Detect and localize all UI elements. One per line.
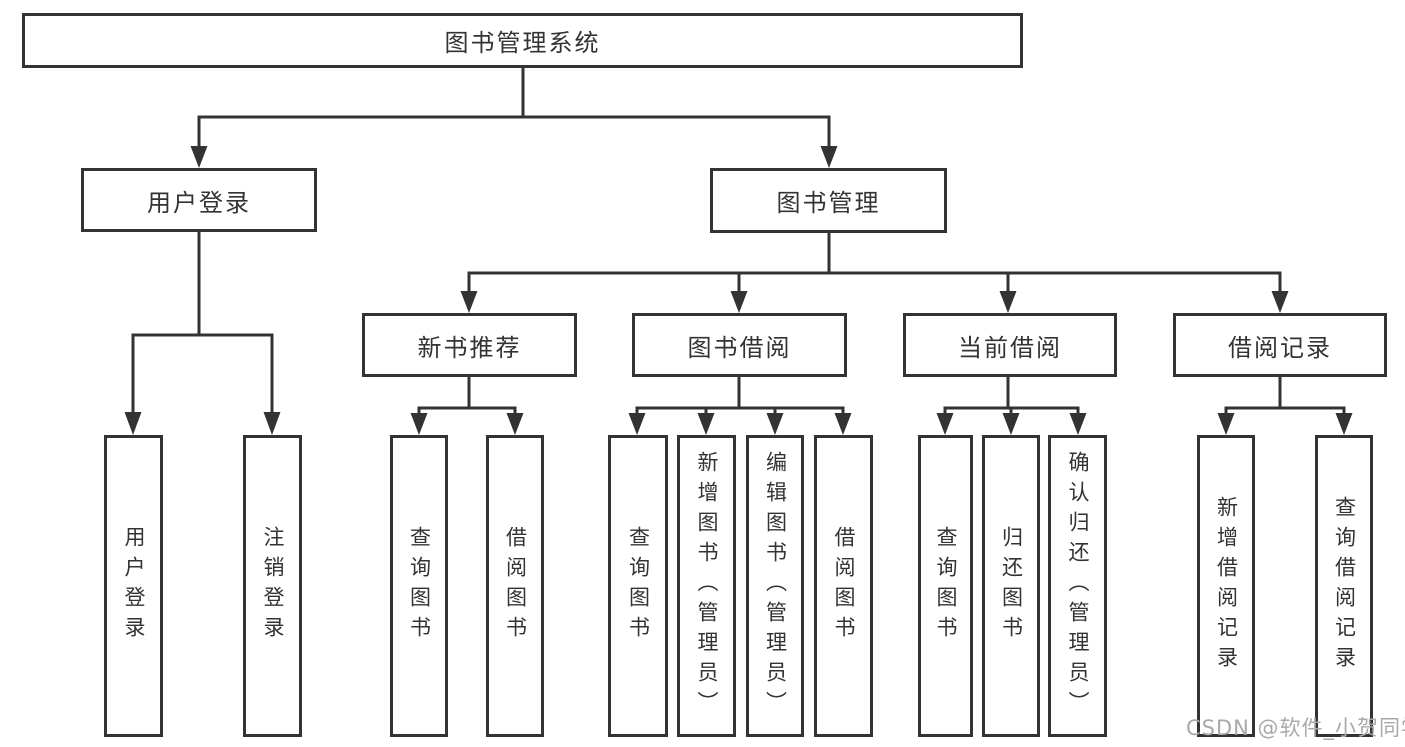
connector-borrow-to-leaves: [635, 377, 845, 414]
arrowhead-new-book-recommend: [460, 291, 478, 313]
leaf-add-borrow-record: 新增借阅记录: [1197, 435, 1255, 737]
leaf-add-borrow-record-label: 新增借阅记录: [1214, 496, 1239, 676]
leaf-confirm-return-admin-label: 确认归还（管理员）: [1066, 451, 1090, 721]
arrowhead-leaf-user-login: [124, 412, 142, 435]
leaf-return-books-label: 归还图书: [999, 526, 1024, 646]
node-borrowing-records: 借阅记录: [1173, 313, 1387, 377]
leaf-borrow-books-borrow: 借阅图书: [814, 435, 873, 737]
connector-newrec-to-leaves: [417, 377, 517, 414]
arrowhead-edit-book-admin: [766, 413, 784, 435]
csdn-watermark: CSDN @软件_小贺同学: [1186, 716, 1405, 740]
connector-records-to-leaves: [1224, 377, 1346, 414]
arrowhead-borrowing-records: [1271, 291, 1289, 313]
node-book-borrowing-label: 图书借阅: [687, 333, 792, 362]
leaf-query-books-borrow-label: 查询图书: [626, 526, 651, 646]
arrowhead-confirm-return-admin: [1069, 413, 1087, 435]
node-borrowing-records-label: 借阅记录: [1228, 333, 1332, 362]
leaf-query-borrow-record-label: 查询借阅记录: [1332, 496, 1357, 676]
arrowhead-borrow-books-1: [506, 413, 524, 435]
arrowhead-current-borrowing: [999, 291, 1017, 313]
leaf-query-books-newrec-label: 查询图书: [407, 526, 432, 646]
leaf-query-books-current: 查询图书: [918, 435, 973, 737]
node-current-borrowing-label: 当前借阅: [958, 333, 1062, 362]
leaf-logout: 注销登录: [243, 435, 302, 737]
arrowhead-book-management: [820, 146, 838, 168]
arrowhead-return-books: [1002, 413, 1020, 435]
leaf-borrow-books-borrow-label: 借阅图书: [832, 526, 856, 646]
arrowhead-add-book-admin: [697, 413, 715, 435]
node-new-book-recommend: 新书推荐: [362, 313, 577, 377]
leaf-return-books: 归还图书: [982, 435, 1040, 737]
arrowhead-add-borrow-record: [1217, 413, 1235, 435]
node-library-management-system: 图书管理系统: [22, 13, 1023, 68]
leaf-confirm-return-admin: 确认归还（管理员）: [1048, 435, 1107, 737]
connector-root-to-level2: [197, 68, 831, 147]
node-new-book-recommend-label: 新书推荐: [417, 333, 522, 362]
node-library-management-system-label: 图书管理系统: [444, 29, 601, 57]
connector-userlogin-to-leaves: [131, 232, 274, 413]
leaf-edit-book-admin-label: 编辑图书（管理员）: [763, 451, 788, 721]
leaf-add-book-admin: 新增图书（管理员）: [677, 435, 736, 737]
arrowhead-book-borrowing: [730, 291, 748, 313]
arrowhead-query-borrow-record: [1335, 413, 1353, 435]
node-book-management-label: 图书管理: [776, 189, 881, 217]
connector-current-to-leaves: [943, 377, 1080, 414]
arrowhead-leaf-logout: [263, 412, 281, 435]
arrowhead-query-books-3: [936, 413, 954, 435]
leaf-user-login: 用户登录: [104, 435, 163, 737]
leaf-logout-label: 注销登录: [261, 526, 285, 646]
leaf-user-login-label: 用户登录: [122, 526, 146, 646]
arrowhead-borrow-books-2: [834, 413, 852, 435]
arrowhead-query-books-1: [410, 413, 428, 435]
connector-bookmgmt-to-level3: [467, 233, 1282, 292]
node-user-login-label: 用户登录: [147, 188, 251, 217]
node-book-borrowing: 图书借阅: [632, 313, 847, 377]
arrowhead-query-books-2: [628, 413, 646, 435]
leaf-edit-book-admin: 编辑图书（管理员）: [746, 435, 804, 737]
leaf-query-books-current-label: 查询图书: [934, 526, 958, 646]
leaf-add-book-admin-label: 新增图书（管理员）: [695, 451, 719, 721]
leaf-query-books-newrec: 查询图书: [390, 435, 448, 737]
node-book-management: 图书管理: [710, 168, 947, 233]
node-current-borrowing: 当前借阅: [903, 313, 1117, 377]
leaf-borrow-books-newrec-label: 借阅图书: [503, 526, 528, 646]
leaf-query-borrow-record: 查询借阅记录: [1315, 435, 1373, 737]
leaf-query-books-borrow: 查询图书: [608, 435, 668, 737]
arrowhead-user-login: [190, 146, 208, 168]
node-user-login: 用户登录: [81, 168, 317, 232]
leaf-borrow-books-newrec: 借阅图书: [486, 435, 544, 737]
